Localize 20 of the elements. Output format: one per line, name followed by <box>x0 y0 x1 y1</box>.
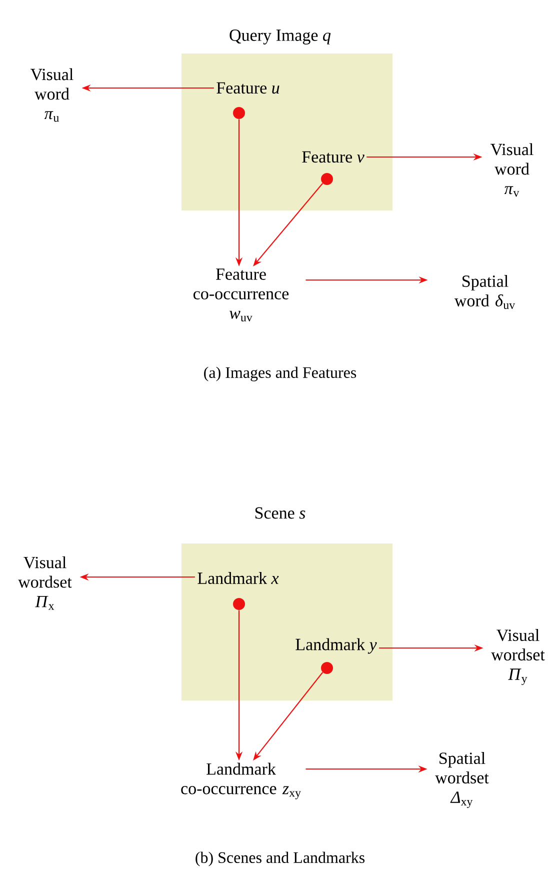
node-label: Feature u <box>216 82 280 94</box>
node-label: Spatial wordset Δ$_{xy}$ <box>435 752 489 808</box>
dot <box>233 107 245 119</box>
node-label: Visual wordset Π$_{x}$ <box>18 556 72 610</box>
panel-title: Query Image q <box>230 30 331 44</box>
dot <box>233 598 245 610</box>
caption: (a) Images and Features <box>204 366 356 382</box>
node-label: Landmark x <box>198 572 279 584</box>
node-label: Visual wordset Π$_{y}$ <box>491 629 545 685</box>
node-label: Landmark co-occurrence z$_{xy}$ <box>181 762 301 800</box>
dot <box>321 173 333 185</box>
node-label: Visual word π$_{v}$ <box>490 143 534 197</box>
node-label: Visual word π$_{u}$ <box>30 68 74 122</box>
caption: (b) Scenes and Landmarks <box>196 852 365 866</box>
node-label: Feature co-occurrence w$_{uv}$ <box>194 268 289 322</box>
dot <box>321 662 333 674</box>
node-label: Landmark y <box>296 638 377 654</box>
node-label: Feature v <box>302 151 364 163</box>
node-label: Spatial word δ$_{uv}$ <box>454 275 516 309</box>
panel-title: Scene s <box>255 507 306 519</box>
